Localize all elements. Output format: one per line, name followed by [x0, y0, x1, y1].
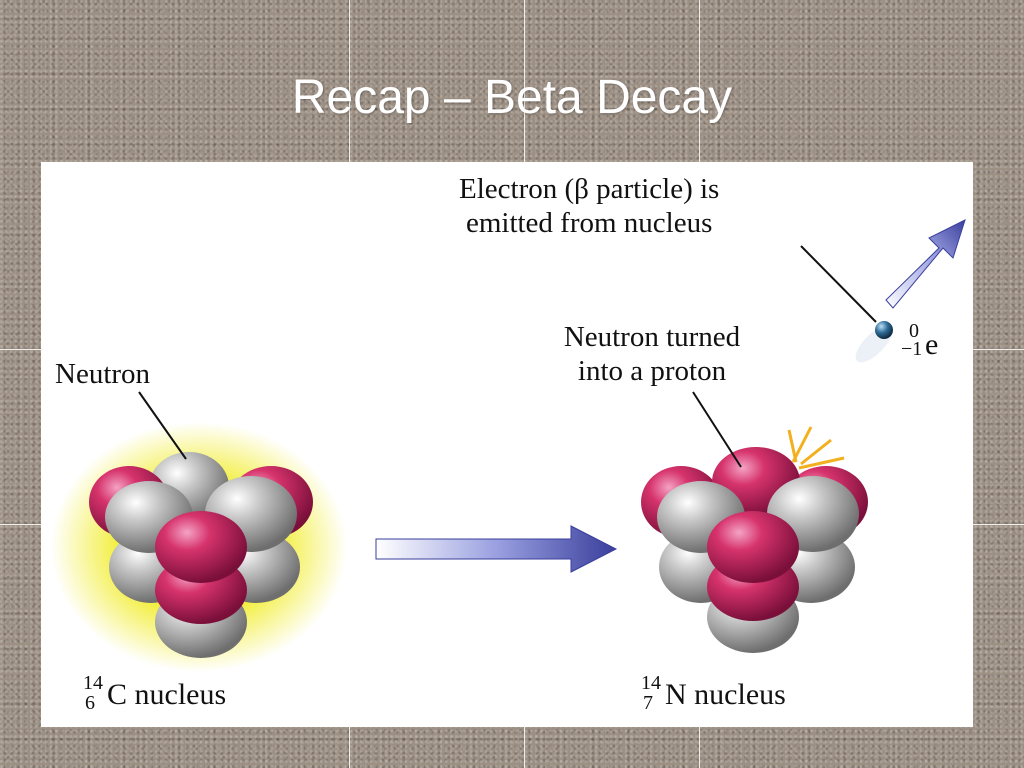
carbon-symbol: C: [107, 678, 128, 711]
carbon-atomic-number: 6: [85, 692, 95, 714]
emission-arrow: [885, 219, 966, 309]
carbon-mass-number: 14: [83, 672, 103, 694]
electron-label-line1: Electron (β particle) is: [459, 173, 720, 205]
diagram-panel: Neutron Electron (β particle) is emitted…: [41, 162, 973, 727]
proton-label-line2: into a proton: [577, 355, 727, 387]
electron-pointer-line: [800, 245, 877, 323]
nitrogen-symbol: N: [665, 678, 687, 711]
beta-decay-diagram: [51, 219, 966, 672]
proton-label: Neutron turned into a proton: [499, 320, 805, 388]
electron-charge-number: −1: [901, 338, 923, 360]
neutron-label: Neutron: [55, 358, 151, 390]
nitrogen-14-nucleus: [641, 426, 868, 653]
proton-label-line1: Neutron turned: [563, 321, 741, 353]
electron-isotope-numbers: 0 −1: [901, 320, 925, 360]
electron-mass-number: 0: [909, 320, 919, 342]
nitrogen-mass-number: 14: [641, 672, 661, 694]
carbon-isotope-numbers: 14 6: [83, 672, 107, 714]
proton-sphere: [155, 511, 247, 583]
reaction-arrow: [375, 525, 618, 573]
proton-sphere: [707, 511, 799, 583]
electron-label-line2: emitted from nucleus: [465, 207, 713, 239]
emitted-electron: [855, 219, 966, 363]
proton-pointer-line: [692, 391, 742, 468]
electron-symbol: 0 −1 e: [901, 320, 939, 362]
electron-sphere: [875, 321, 893, 339]
electron-label: Electron (β particle) is emitted from nu…: [459, 172, 719, 240]
nitrogen-nucleus-text: nucleus: [694, 678, 786, 711]
decay-spark: [787, 426, 845, 470]
nitrogen-nucleus-label: 14 7 N nucleus: [641, 672, 786, 714]
neutron-pointer-line: [138, 391, 187, 460]
nitrogen-isotope-numbers: 14 7: [641, 672, 665, 714]
carbon-nucleus-label: 14 6 C nucleus: [83, 672, 227, 714]
carbon-nucleus-text: nucleus: [134, 678, 227, 711]
slide-title: Recap – Beta Decay: [291, 71, 733, 124]
electron-letter: e: [925, 328, 939, 361]
nitrogen-atomic-number: 7: [643, 692, 653, 714]
carbon-14-nucleus: [51, 422, 347, 672]
